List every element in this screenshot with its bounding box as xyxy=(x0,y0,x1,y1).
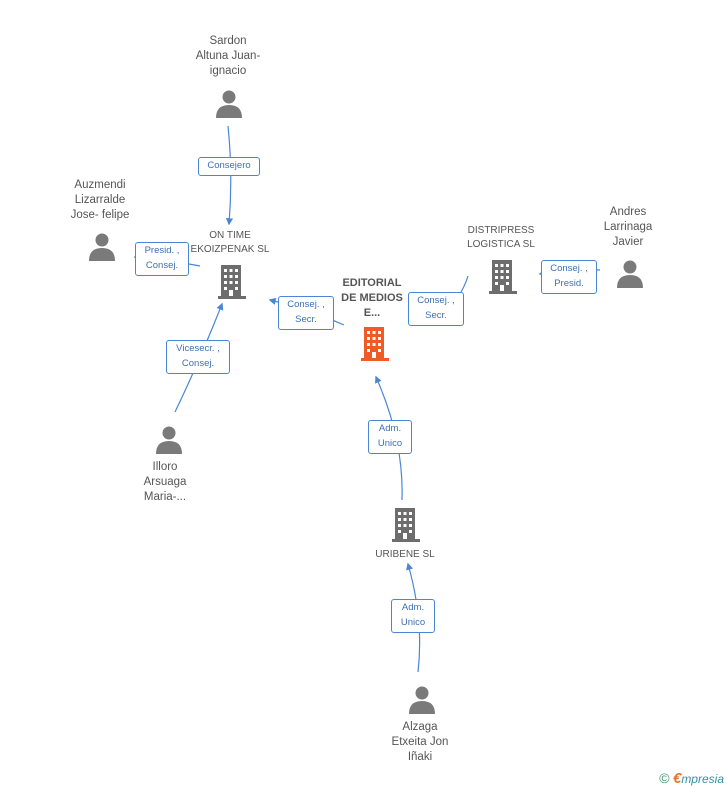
node-label-line: EDITORIAL xyxy=(342,277,402,289)
node-label-line: Andres xyxy=(609,206,647,218)
edge-label-sardon-ontime[interactable]: Consejero xyxy=(198,157,260,176)
edge-label-line: Presid. xyxy=(554,278,584,289)
node-label-line: Altuna Juan- xyxy=(195,50,261,62)
edge-label-line: Consej. xyxy=(145,260,179,271)
edge-label-line: Consej. , xyxy=(550,263,588,274)
brand-logo-text: mpresia xyxy=(681,772,724,786)
node-label-line: Arsuaga xyxy=(143,476,187,488)
node-label-line: Maria-... xyxy=(143,491,187,503)
edge-label-auzmendi-ontime[interactable]: Presid. , Consej. xyxy=(135,242,189,276)
node-label-line: ignacio xyxy=(209,65,247,77)
node-label-line: EKOIZPENAK SL xyxy=(190,244,270,255)
node-label-line: LOGISTICA SL xyxy=(467,239,535,250)
person-icon[interactable] xyxy=(616,259,644,289)
building-icon[interactable] xyxy=(392,508,420,542)
node-label-illoro: Illoro Arsuaga Maria-... xyxy=(115,460,215,505)
node-label-line: Lizarralde xyxy=(74,194,126,206)
edge-label-line: Unico xyxy=(400,617,426,628)
building-icon[interactable] xyxy=(489,260,517,294)
edge-label-line: Consejero xyxy=(207,160,251,171)
brand-logo-initial: € xyxy=(672,770,682,787)
node-label-distripress: DISTRIPRESS LOGISTICA SL xyxy=(451,224,551,252)
edge-label-line: Adm. xyxy=(401,602,425,613)
node-label-line: DISTRIPRESS xyxy=(467,225,535,236)
node-label-line: Alzaga xyxy=(402,721,438,733)
node-label-line: Larrinaga xyxy=(603,221,653,233)
edge-label-line: Vicesecr. , xyxy=(176,343,220,354)
node-label-line: Jose- felipe xyxy=(70,209,130,221)
edge-label-editorial-ontime[interactable]: Consej. , Secr. xyxy=(278,296,334,330)
person-icon[interactable] xyxy=(408,685,436,715)
node-label-ontime: ON TIME EKOIZPENAK SL xyxy=(180,229,280,257)
node-label-line: Auzmendi xyxy=(74,179,126,191)
edge-label-line: Secr. xyxy=(295,314,317,325)
edge-label-line: Consej. , xyxy=(417,295,455,306)
edge-label-line: Consej. , xyxy=(287,299,325,310)
node-label-line: ON TIME xyxy=(209,230,251,241)
footer-brand[interactable]: © €mpresia xyxy=(659,770,724,787)
edge-label-line: Adm. xyxy=(378,423,402,434)
person-icon[interactable] xyxy=(155,425,183,455)
node-label-alzaga: Alzaga Etxeita Jon Iñaki xyxy=(370,720,470,765)
node-label-line: Illoro xyxy=(152,461,178,473)
edge-label-editorial-distripress[interactable]: Consej. , Secr. xyxy=(408,292,464,326)
copyright-icon: © xyxy=(659,770,670,786)
node-label-line: Javier xyxy=(612,236,644,248)
node-label-line: Sardon xyxy=(209,35,247,47)
node-label-line: Etxeita Jon xyxy=(391,736,449,748)
edge-label-line: Consej. xyxy=(181,358,215,369)
node-label-uribene: URIBENE SL xyxy=(355,548,455,562)
node-label-andres: Andres Larrinaga Javier xyxy=(578,205,678,250)
person-icon[interactable] xyxy=(215,89,243,119)
node-label-editorial: EDITORIAL DE MEDIOS E... xyxy=(322,276,422,321)
edge-label-line: Secr. xyxy=(425,310,447,321)
node-label-auzmendi: Auzmendi Lizarralde Jose- felipe xyxy=(50,178,150,223)
building-icon[interactable] xyxy=(360,327,390,361)
edge-label-uribene-editorial[interactable]: Adm. Unico xyxy=(368,420,412,454)
node-label-line: E... xyxy=(363,307,381,319)
node-label-sardon: Sardon Altuna Juan- ignacio xyxy=(178,34,278,79)
edge-label-alzaga-uribene[interactable]: Adm. Unico xyxy=(391,599,435,633)
edge-label-line: Presid. , xyxy=(144,245,180,256)
edge-label-line: Unico xyxy=(377,438,403,449)
node-label-line: DE MEDIOS xyxy=(341,292,403,304)
building-icon[interactable] xyxy=(218,265,246,299)
node-label-line: URIBENE SL xyxy=(375,549,435,560)
node-label-line: Iñaki xyxy=(407,751,433,763)
edge-label-illoro-ontime[interactable]: Vicesecr. , Consej. xyxy=(166,340,230,374)
person-icon[interactable] xyxy=(88,232,116,262)
edge-label-andres-distripress[interactable]: Consej. , Presid. xyxy=(541,260,597,294)
